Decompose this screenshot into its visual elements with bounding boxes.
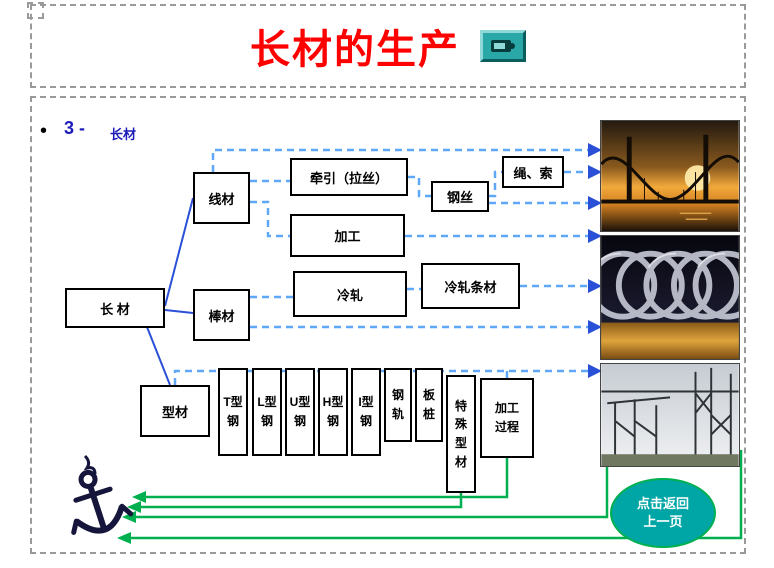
node-u-section: U型钢 — [285, 368, 315, 456]
back-button-line1: 点击返回 — [636, 496, 689, 512]
node-steel-wire: 钢丝 — [431, 181, 489, 212]
bridge-photo — [600, 120, 740, 232]
anchor-art — [55, 452, 135, 547]
back-button-line2: 上一页 — [643, 514, 683, 529]
node-rail: 钢轨 — [384, 368, 412, 442]
node-further-processing: 加工过程 — [480, 378, 534, 458]
node-section-steel: 型材 — [140, 385, 210, 437]
back-button[interactable]: 点击返回 上一页 — [610, 478, 716, 548]
media-button[interactable] — [480, 30, 526, 62]
node-i-section: I型钢 — [351, 368, 381, 456]
steel-coil-photo-art — [601, 236, 739, 359]
section-number: 3 - — [64, 118, 86, 138]
node-bar: 棒材 — [193, 289, 250, 341]
steel-structure-photo-art — [601, 364, 739, 466]
node-l-section: L型钢 — [252, 368, 282, 456]
projector-icon — [491, 40, 515, 52]
page-title: 长材的生产 — [250, 27, 460, 72]
node-cold-rolling: 冷轧 — [293, 271, 407, 317]
steel-structure-photo — [600, 363, 740, 467]
node-rope: 绳、索 — [502, 156, 564, 188]
steel-coil-photo — [600, 235, 740, 360]
node-cold-rolled-bar: 冷轧条材 — [421, 263, 520, 309]
node-t-section: T型钢 — [218, 368, 248, 456]
node-drawing: 牵引（拉丝） — [290, 158, 408, 196]
bridge-photo-art — [601, 121, 739, 231]
node-long-products: 长 材 — [65, 288, 165, 328]
node-wire-rod: 线材 — [193, 172, 250, 224]
node-h-section: H型钢 — [318, 368, 348, 456]
node-processing: 加工 — [290, 214, 405, 257]
bullet-dot: • — [40, 120, 48, 142]
section-label: 长材 — [110, 127, 137, 142]
corner-placeholder — [27, 2, 44, 19]
node-sheet-pile: 板桩 — [415, 368, 443, 442]
anchor-icon — [71, 454, 134, 535]
title-frame: 长材的生产 — [30, 4, 746, 88]
node-special-section: 特殊型材 — [446, 375, 476, 493]
